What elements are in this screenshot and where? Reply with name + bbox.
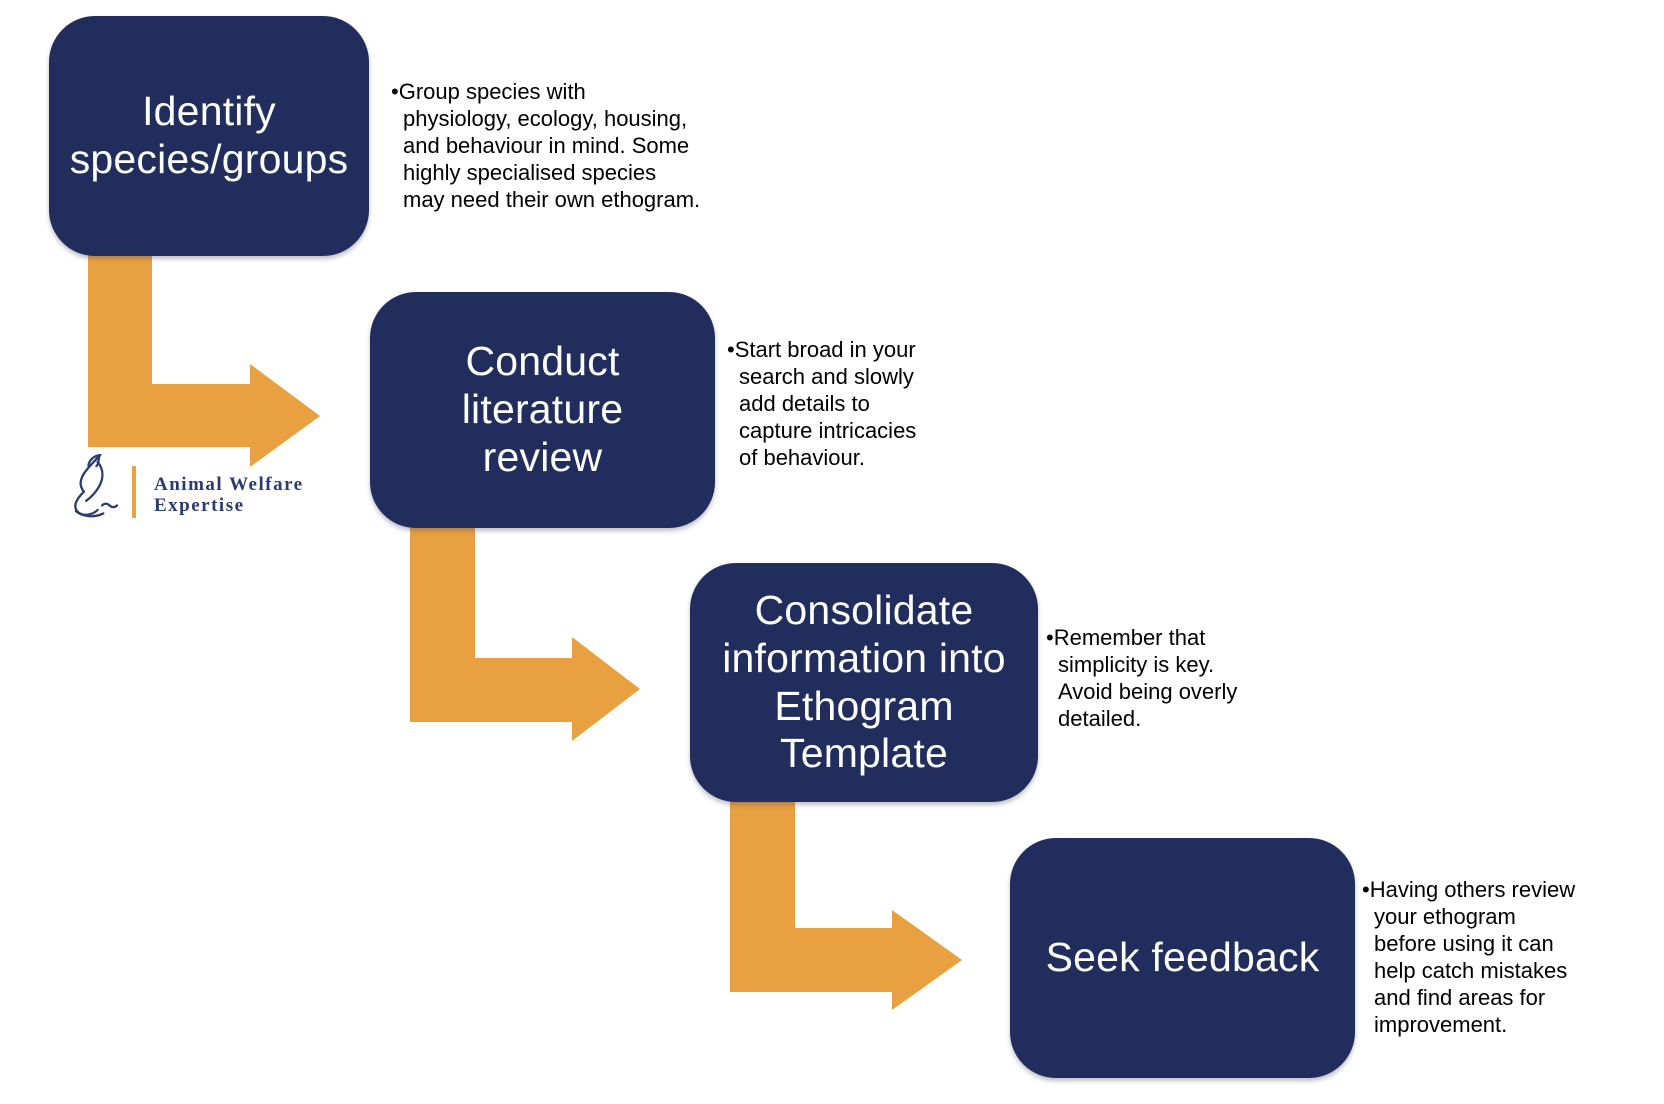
step-box-label: Conduct literature review [461,338,624,480]
step-box-literature-review: Conduct literature review [370,292,715,528]
step-note-literature-review: •Start broad in your search and slowly a… [727,337,917,470]
step-box-seek-feedback: Seek feedback [1010,838,1355,1078]
arrow-step1-to-step2 [88,250,320,467]
step-box-label: Identify species/groups [69,88,349,182]
step-box-identify-species: Identify species/groups [49,16,369,256]
step-box-label: Consolidate information into Ethogram Te… [722,586,1006,777]
step-note-consolidate-information: •Remember that simplicity is key. Avoid … [1046,625,1238,731]
arrow-step3-to-step4 [730,798,962,1010]
arrow-step2-to-step3 [410,524,640,741]
fox-sketch-icon [74,454,119,518]
step-note-identify-species: •Group species with physiology, ecology,… [391,79,701,212]
step-note-seek-feedback: •Having others review your ethogram befo… [1362,877,1576,1037]
step-box-label: Seek feedback [1045,934,1320,981]
logo-divider [132,466,136,518]
step-box-consolidate-information: Consolidate information into Ethogram Te… [690,563,1038,802]
logo-brand-line1: Animal Welfare [154,474,304,495]
logo-brand-line2: Expertise [154,495,245,516]
